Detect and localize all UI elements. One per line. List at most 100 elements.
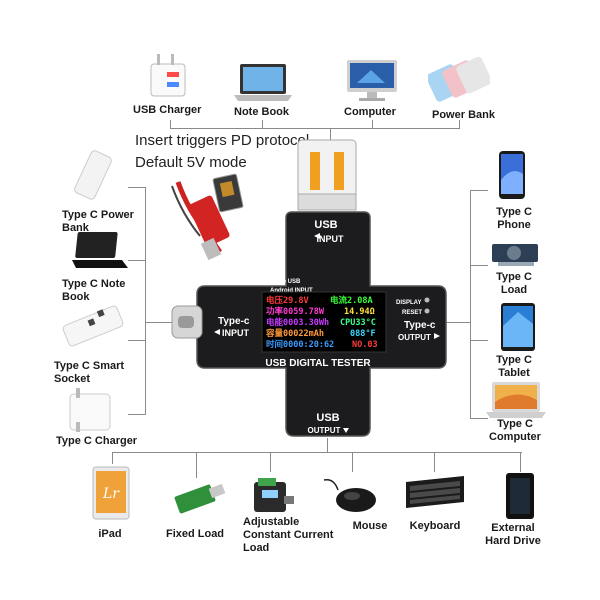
screen-row4-left: 容量00022mAh <box>265 328 324 339</box>
top-drop-3 <box>372 120 373 129</box>
right-tap-2 <box>470 265 488 266</box>
left-label-3: Type C Smart Socket <box>54 360 125 385</box>
screen-row1-left: 电压29.8V <box>266 295 309 306</box>
top-label-1: USB Charger <box>133 104 202 116</box>
left-tap-3 <box>128 340 146 341</box>
bottom-label-2: Fixed Load <box>165 528 225 540</box>
reset-button-label: RESET <box>402 310 422 316</box>
usb-output-label: USB <box>316 412 339 424</box>
computer-icon <box>347 60 397 101</box>
screen-row2-left: 功率0059.78W <box>266 306 325 317</box>
bottom-stem <box>327 438 328 453</box>
right-tap-3 <box>470 340 488 341</box>
type-c-plug-left <box>171 305 203 339</box>
left-stem <box>145 322 173 323</box>
usb-input-label: USB <box>314 219 337 231</box>
right-bus-wire <box>470 190 471 418</box>
left-bus-wire <box>145 187 146 415</box>
type-c-charger-icon <box>69 388 111 432</box>
display-button <box>424 297 430 303</box>
type-c-load-icon <box>492 244 538 266</box>
reset-button <box>424 308 430 314</box>
bottom-drop-5 <box>434 452 435 472</box>
bottom-label-1: iPad <box>98 528 122 540</box>
screen-row3-left: 电能0003.30Wh <box>266 317 329 328</box>
top-label-2: Note Book <box>234 106 289 118</box>
top-drop-2 <box>262 120 263 129</box>
type-c-phone-icon <box>499 151 525 199</box>
red-cable <box>175 181 223 254</box>
screen-row4-right: 088°F <box>350 329 376 339</box>
left-label-1: Type C Power Bank <box>62 209 134 234</box>
notebook-icon <box>234 64 292 101</box>
keyboard-icon <box>406 476 464 508</box>
usb-output-arrow-icon <box>343 428 349 433</box>
device-body <box>196 211 447 437</box>
usb-output-sub-label: OUTPUT <box>308 426 341 435</box>
bottom-drop-3 <box>270 452 271 472</box>
top-stem <box>330 128 331 140</box>
display-button-label: DISPLAY <box>396 300 421 306</box>
micro-usb-label: Micro USB <box>270 279 301 285</box>
type-c-laptop-icon <box>486 382 546 418</box>
right-tap-4 <box>470 418 488 419</box>
bottom-drop-6 <box>520 452 521 472</box>
right-label-3: Type C Tablet <box>496 354 532 379</box>
typec-output-label: Type-c <box>404 320 436 331</box>
right-label-2: Type C Load <box>496 271 532 296</box>
bottom-bus-wire <box>112 452 522 453</box>
type-c-tablet-icon <box>501 303 535 351</box>
bottom-label-6: External Hard Drive <box>485 522 541 547</box>
typec-input-label: Type-c <box>218 316 250 327</box>
top-drop-4 <box>459 120 460 129</box>
hard-drive-icon <box>506 473 534 519</box>
left-tap-4 <box>128 414 146 415</box>
tester-title: USB DIGITAL TESTER <box>265 358 371 369</box>
right-tap-1 <box>470 190 488 191</box>
type-c-power-bank-icon <box>74 150 112 200</box>
red-adapter <box>188 195 230 247</box>
bottom-drop-2 <box>196 452 197 478</box>
screen-row3-right: CPU33°C <box>340 318 376 328</box>
adjustable-load-icon <box>254 478 294 512</box>
ipad-icon: Lr <box>92 466 130 520</box>
typec-output-sub-label: OUTPUT <box>398 333 431 342</box>
micro-usb-adapter <box>212 173 244 213</box>
bottom-label-4: Mouse <box>352 520 388 532</box>
left-label-4: Type C Charger <box>56 435 138 447</box>
screen-row1-right: 电流2.08A <box>330 295 373 306</box>
screen-row5-right: NO.03 <box>352 340 378 350</box>
note-pd-protocol: Insert triggers PD protocol <box>135 132 310 149</box>
lcd-screen <box>261 291 387 353</box>
top-drop-1 <box>170 120 171 129</box>
typec-output-arrow-icon <box>434 333 440 339</box>
bottom-label-3: Adjustable Constant Current Load <box>243 516 334 554</box>
smart-socket-icon <box>62 305 124 347</box>
top-bus-wire <box>170 128 460 129</box>
screen-row2-right: 14.94Ω <box>344 307 375 317</box>
power-bank-icon <box>428 56 490 102</box>
type-c-notebook-icon <box>72 232 128 268</box>
usb-input-arrow-icon <box>314 233 320 239</box>
usb-input-sub-label: INPUT <box>317 234 345 244</box>
right-stem <box>445 322 471 323</box>
bottom-drop-4 <box>352 452 353 472</box>
svg-text:Lr: Lr <box>102 486 120 502</box>
typec-input-arrow-icon <box>214 329 220 335</box>
fixed-load-icon <box>174 483 226 514</box>
bottom-label-5: Keyboard <box>409 520 461 532</box>
screen-row5-left: 时间0000:20:62 <box>266 339 334 350</box>
left-label-2: Type C Note Book <box>62 278 126 303</box>
right-label-4: Type C Computer <box>489 418 541 443</box>
top-label-3: Computer <box>344 106 396 118</box>
usb-a-plug <box>297 139 357 203</box>
note-default-mode: Default 5V mode <box>135 154 247 171</box>
android-input-label: Android INPUT <box>270 288 313 294</box>
mouse-icon <box>323 478 376 512</box>
typec-input-sub-label: INPUT <box>222 328 250 338</box>
usb-charger-icon <box>150 54 186 97</box>
bottom-drop-1 <box>112 452 113 464</box>
right-label-1: Type C Phone <box>496 206 532 231</box>
left-tap-1 <box>128 187 146 188</box>
left-tap-2 <box>128 260 146 261</box>
